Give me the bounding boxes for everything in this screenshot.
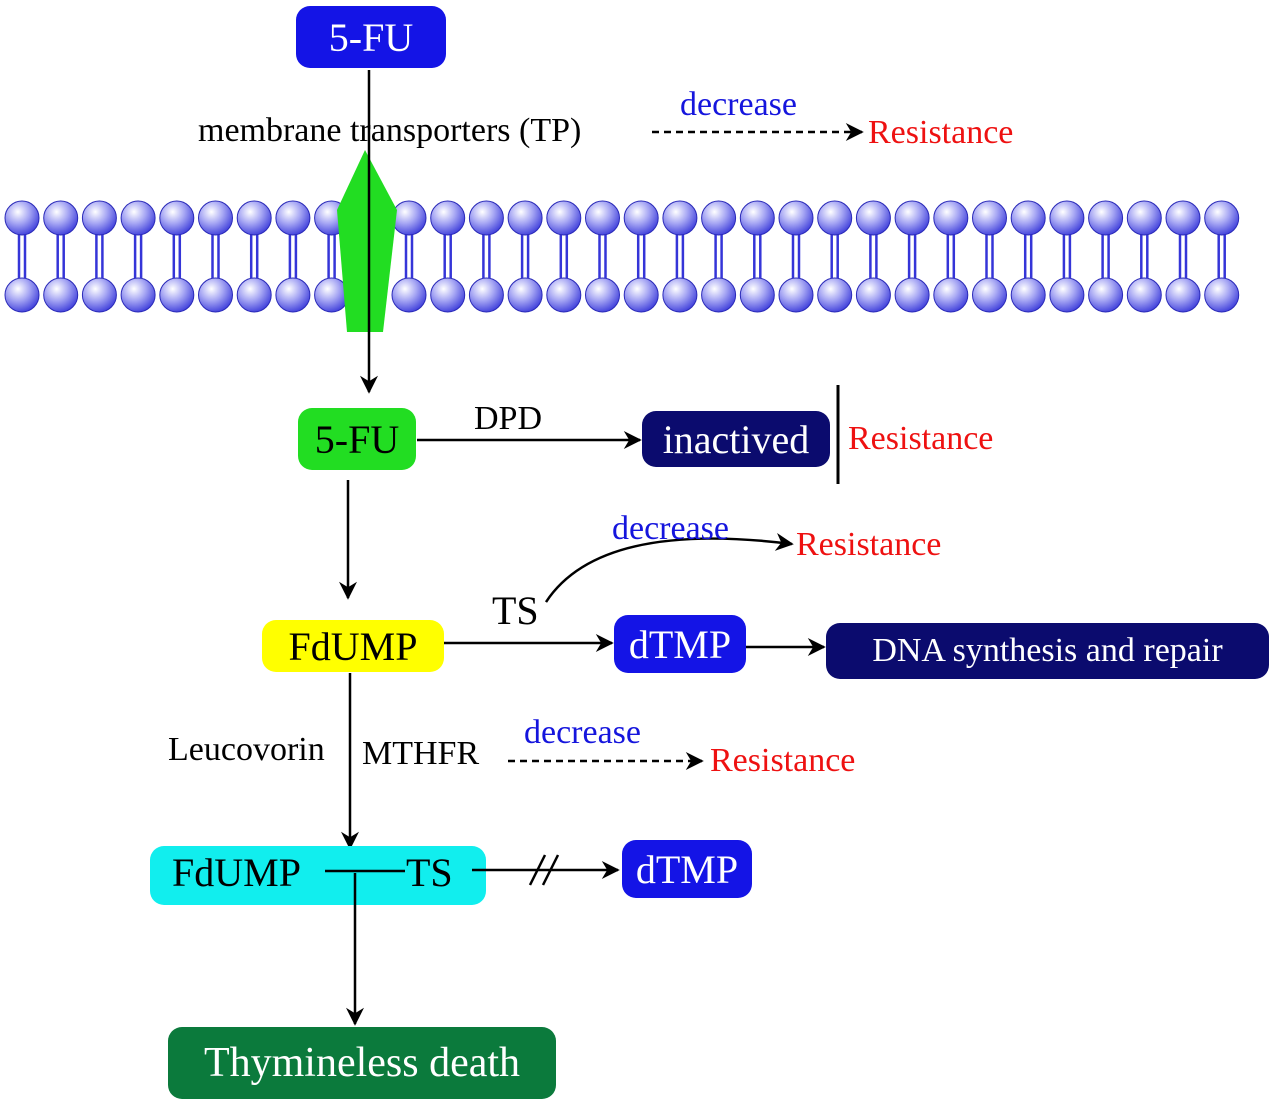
lipid-head xyxy=(1204,200,1240,236)
lipid-head xyxy=(585,277,620,313)
lipid-head xyxy=(739,277,775,313)
complex-box xyxy=(150,846,486,905)
decrease-label-1: decrease xyxy=(680,86,798,123)
lipid-head xyxy=(1165,277,1201,313)
complex-fdump-label: FdUMP xyxy=(172,850,301,895)
lipid-head xyxy=(701,200,737,236)
lipid-head xyxy=(933,200,969,236)
lipid-head xyxy=(894,277,930,313)
complex-ts-label: TS xyxy=(406,850,453,895)
lipid-head xyxy=(391,200,427,236)
leucovorin-label: Leucovorin xyxy=(168,731,325,768)
lipid-head xyxy=(1049,200,1085,236)
lipid-head xyxy=(972,200,1007,236)
lipid-head xyxy=(1010,200,1046,236)
lipid-head xyxy=(81,200,117,236)
lipid-head xyxy=(430,200,466,236)
lipid-head xyxy=(159,200,195,236)
lipid-head xyxy=(546,200,582,236)
dtmp-node-2: dTMP xyxy=(622,840,752,898)
dtmp-node-1: dTMP xyxy=(614,615,746,673)
decrease-label-3: decrease xyxy=(524,714,642,751)
lipid-head xyxy=(4,200,40,236)
lipid-head xyxy=(1126,277,1162,313)
lipid-head xyxy=(1126,200,1162,236)
resistance-label-1: Resistance xyxy=(868,114,1014,151)
lipid-head xyxy=(855,200,891,236)
lipid-head xyxy=(507,277,543,313)
lipid-head xyxy=(81,277,117,313)
lipid-head xyxy=(701,277,737,313)
lipid-head xyxy=(198,200,233,236)
lipid-head xyxy=(972,277,1007,313)
fu-inner-node: 5-FU xyxy=(298,408,416,470)
lipid-head xyxy=(817,277,853,313)
lipid-head xyxy=(855,277,891,313)
lipid-head xyxy=(198,277,233,313)
decrease-label-2: decrease xyxy=(612,510,730,547)
lipid-head xyxy=(1088,277,1124,313)
lipid-head xyxy=(585,200,620,236)
lipid-head xyxy=(1010,277,1046,313)
resistance-label-3: Resistance xyxy=(796,526,942,563)
membrane-transporters-label: membrane transporters (TP) xyxy=(198,112,582,149)
lipid-head xyxy=(1088,200,1124,236)
lipid-head xyxy=(120,200,156,236)
lipid-bilayer-membrane xyxy=(4,200,1240,313)
lipid-head xyxy=(1165,200,1201,236)
mthfr-label: MTHFR xyxy=(362,735,480,772)
fdump-node: FdUMP xyxy=(262,620,444,672)
lipid-head xyxy=(120,277,156,313)
inactived-node: inactived xyxy=(642,411,830,467)
lipid-head xyxy=(546,277,582,313)
lipid-head xyxy=(468,277,504,313)
dna-synthesis-node: DNA synthesis and repair xyxy=(826,623,1269,679)
lipid-head xyxy=(623,200,659,236)
membrane-transporter-channel xyxy=(337,150,397,332)
lipid-head xyxy=(662,277,698,313)
lipid-head xyxy=(1204,277,1240,313)
lipid-head xyxy=(739,200,775,236)
lipid-head xyxy=(894,200,930,236)
lipid-head xyxy=(391,277,427,313)
lipid-head xyxy=(236,200,272,236)
lipid-head xyxy=(159,277,195,313)
lipid-head xyxy=(1049,277,1085,313)
resistance-label-2: Resistance xyxy=(848,420,994,457)
dpd-label: DPD xyxy=(474,400,543,437)
lipid-head xyxy=(430,277,466,313)
arrow-ts-decrease-curve xyxy=(544,533,794,603)
lipid-head xyxy=(933,277,969,313)
lipid-head xyxy=(778,277,814,313)
lipid-head xyxy=(236,277,272,313)
lipid-head xyxy=(43,277,79,313)
lipid-head xyxy=(662,200,698,236)
lipid-head xyxy=(817,200,853,236)
ts-label: TS xyxy=(492,588,539,633)
lipid-head xyxy=(275,200,311,236)
lipid-head xyxy=(623,277,659,313)
lipid-head xyxy=(468,200,504,236)
lipid-head xyxy=(507,200,543,236)
thymineless-death-node: Thymineless death xyxy=(168,1027,556,1099)
lipid-head xyxy=(275,277,311,313)
resistance-label-4: Resistance xyxy=(710,742,856,779)
lipid-head xyxy=(4,277,40,313)
fu-top-node: 5-FU xyxy=(296,6,446,68)
lipid-head xyxy=(43,200,79,236)
lipid-head xyxy=(778,200,814,236)
